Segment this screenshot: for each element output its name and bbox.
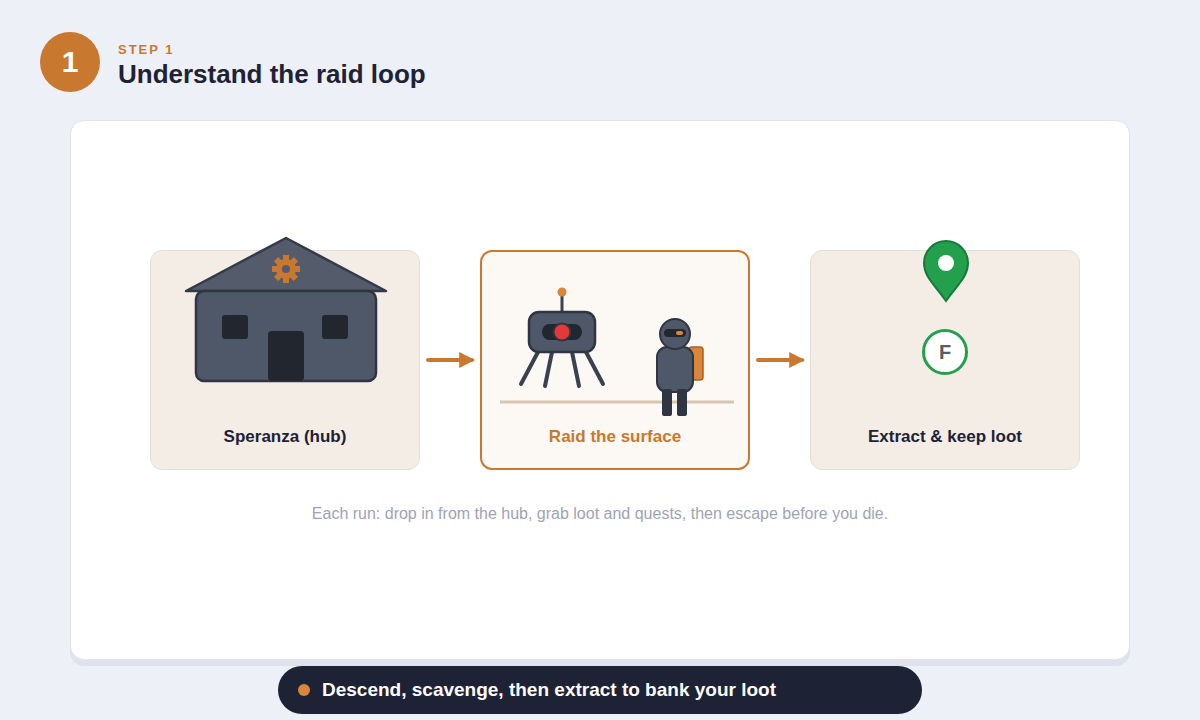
- summary-pill: Descend, scavenge, then extract to bank …: [278, 666, 922, 714]
- hub-box-text: Speranza (hub): [224, 427, 347, 447]
- raid-box: Raid the surface: [480, 250, 750, 470]
- hub-box: Speranza (hub): [150, 250, 420, 470]
- step-title: Understand the raid loop: [118, 59, 426, 90]
- caption-text: Each run: drop in from the hub, grab loo…: [312, 505, 888, 523]
- extract-key-circle: F: [922, 329, 968, 375]
- raid-box-text: Raid the surface: [549, 427, 681, 447]
- extract-box-text: Extract & keep loot: [868, 427, 1022, 447]
- extract-box: Extract & keep loot F: [810, 250, 1080, 470]
- step-badge: 1: [40, 32, 100, 92]
- flow-arrow: [428, 358, 472, 362]
- step-label: STEP 1: [118, 42, 175, 57]
- step-badge-text: 1: [62, 45, 79, 79]
- flow-arrow: [758, 358, 802, 362]
- summary-pill-text: Descend, scavenge, then extract to bank …: [322, 679, 776, 701]
- extract-key-circle-text: F: [939, 341, 951, 364]
